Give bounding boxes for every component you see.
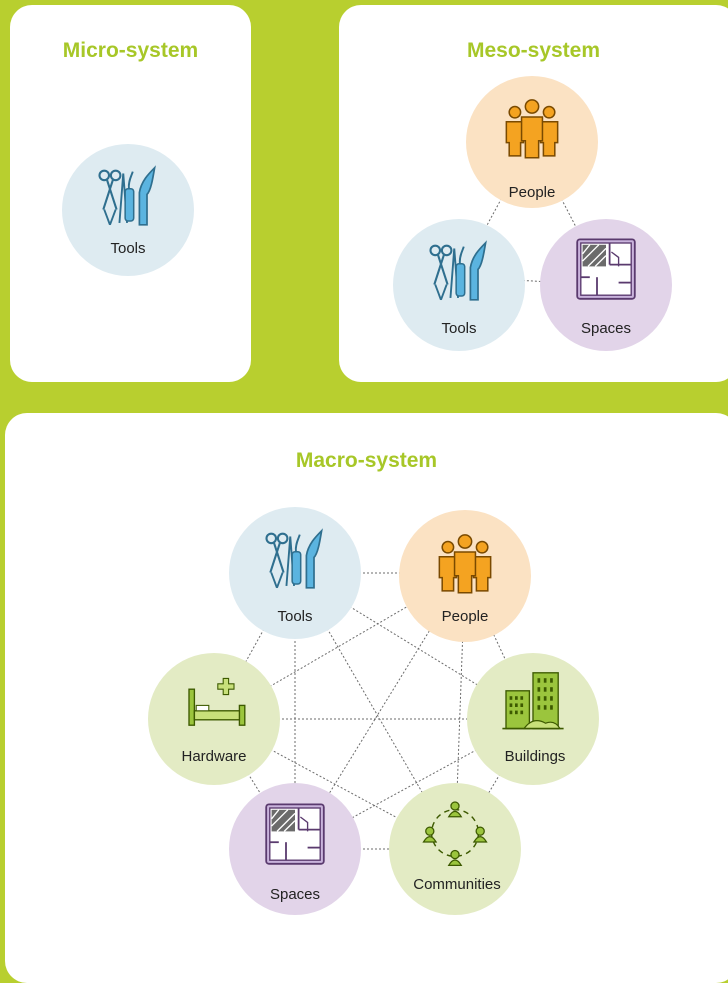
macro-system-title: Macro-system	[295, 449, 438, 472]
meso-node-people: People	[466, 76, 598, 208]
meso-system-diagram: People Tools Spaces	[393, 76, 672, 351]
macro-system-diagram: Tools People Hardware Buildings Spaces C…	[148, 507, 599, 915]
micro-system-panel: Micro-system Tools	[10, 5, 251, 382]
node-label: Spaces	[270, 886, 320, 903]
node-label: Tools	[441, 320, 476, 337]
node-label: People	[509, 184, 556, 201]
micro-node-tools: Tools	[62, 144, 194, 276]
meso-node-tools: Tools	[393, 219, 525, 351]
macro-node-buildings: Buildings	[467, 653, 599, 785]
people-icon	[505, 99, 559, 159]
node-label: People	[442, 608, 489, 625]
macro-node-people: People	[399, 510, 531, 642]
communities-circle	[389, 783, 521, 915]
node-label: Buildings	[505, 748, 566, 765]
macro-system-panel: Macro-system Tools	[5, 413, 728, 983]
macro-node-hardware: Hardware	[148, 653, 280, 785]
macro-node-spaces: Spaces	[229, 783, 361, 915]
node-label: Hardware	[181, 748, 246, 765]
micro-system-title: Micro-system	[62, 39, 199, 62]
node-label: Spaces	[581, 320, 631, 337]
macro-node-communities: Communities	[389, 783, 521, 915]
node-label: Tools	[110, 240, 145, 257]
meso-system-title: Meso-system	[466, 39, 601, 62]
node-label: Tools	[277, 608, 312, 625]
node-label: Communities	[413, 876, 501, 893]
people-icon	[438, 534, 492, 594]
micro-system-diagram: Tools	[62, 144, 194, 276]
floor-plan-icon	[576, 238, 636, 300]
floor-plan-icon	[265, 803, 325, 865]
meso-system-panel: Meso-system People Tools Spaces	[339, 5, 728, 382]
meso-node-spaces: Spaces	[540, 219, 672, 351]
macro-node-tools: Tools	[229, 507, 361, 639]
